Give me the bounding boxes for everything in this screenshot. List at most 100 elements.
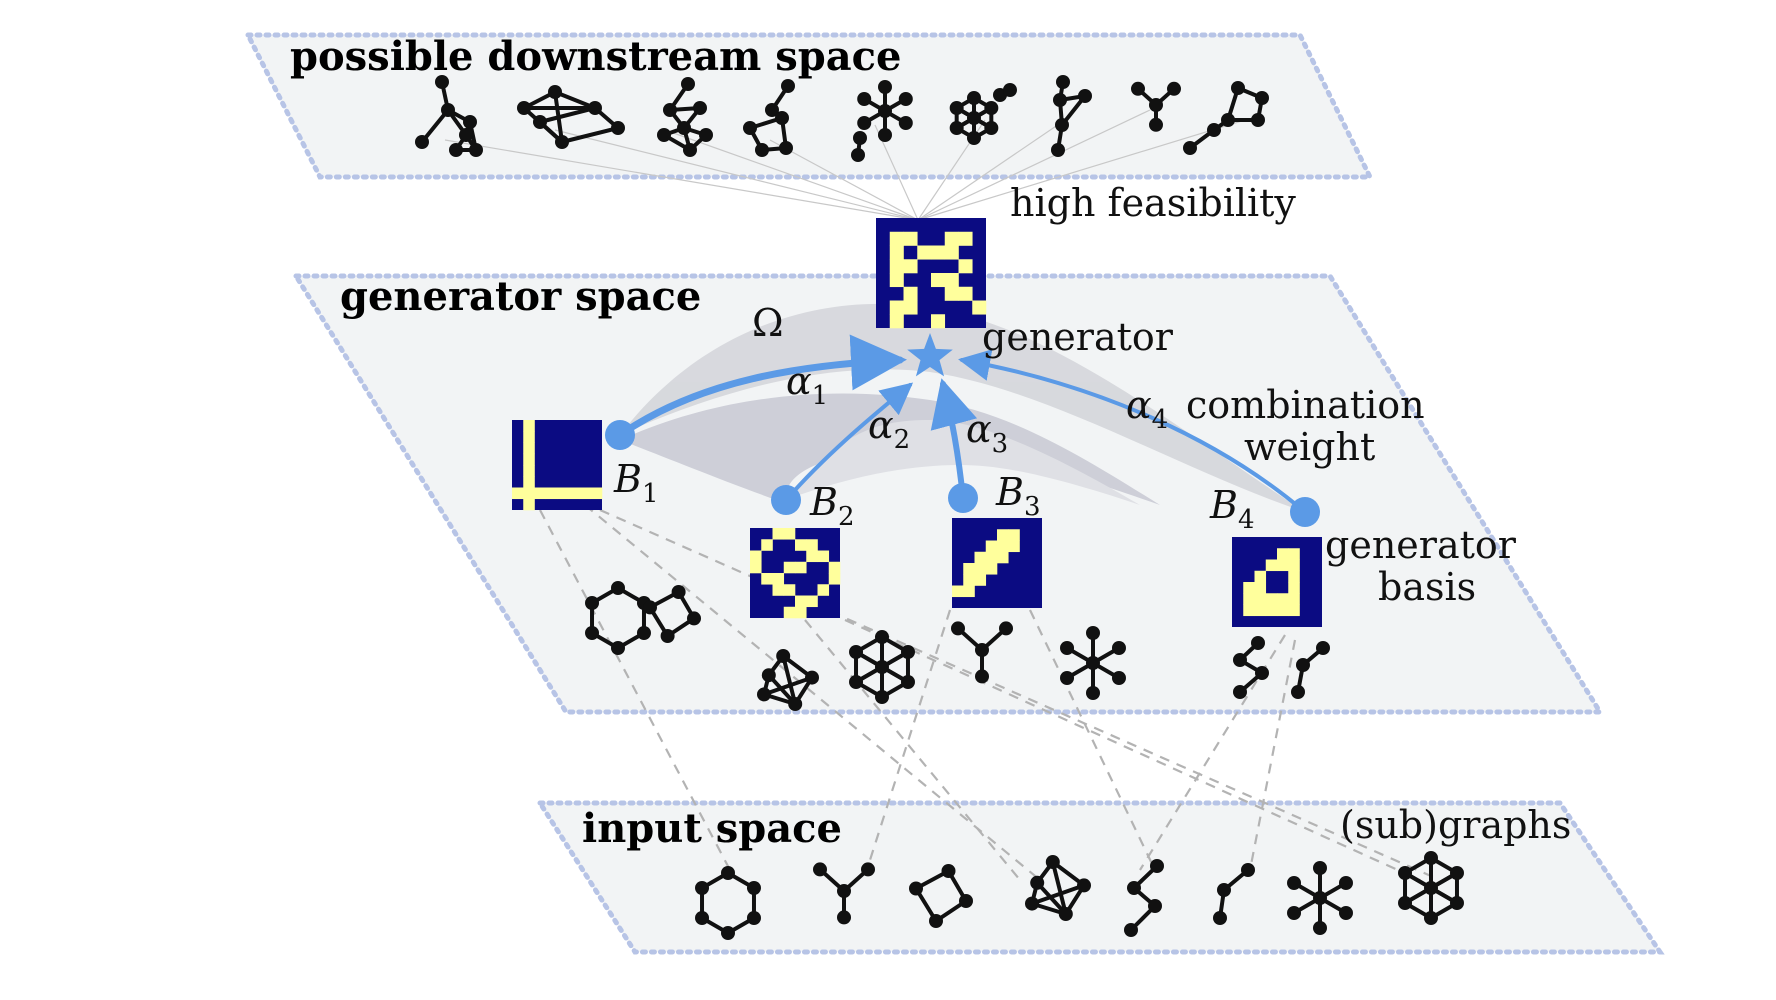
matrix-cell (1243, 604, 1255, 617)
generator-basis-label-line2: basis (1378, 565, 1476, 609)
matrix-cell (997, 529, 1009, 541)
fan-line (769, 139, 919, 221)
basis-point-b4 (1290, 497, 1320, 527)
fan-line (917, 109, 1151, 221)
dashed-connection (868, 609, 952, 861)
basis-label-b4: B4 (1209, 483, 1254, 535)
dashed-connection (584, 504, 1041, 881)
graph-star (1287, 861, 1353, 935)
graph-downstream-5 (857, 80, 913, 142)
basis-label-b2: B2 (809, 480, 854, 532)
graph-downstream-8 (1131, 81, 1181, 132)
fan-line (917, 119, 1246, 221)
matrix-cell (1265, 593, 1278, 605)
matrix-cell (828, 561, 841, 574)
graph-hexagon (585, 581, 651, 655)
matrix-cell (817, 584, 830, 596)
matrix-cell (1265, 559, 1278, 572)
downstream-space-label: possible downstream space (290, 33, 901, 80)
arrow-b2 (784, 382, 914, 502)
matrix-cell (958, 231, 973, 246)
generator-label: generator (982, 315, 1174, 359)
matrix-cell (1277, 559, 1289, 572)
matrix-cell (817, 550, 830, 563)
matrix-cell (523, 498, 535, 511)
matrix-cell (952, 585, 964, 598)
matrix-cell (889, 314, 904, 329)
matrix-cell (1254, 593, 1267, 605)
matrix-cell (1265, 604, 1278, 617)
graph-downstream-6 (949, 91, 999, 145)
matrix-cell (917, 245, 932, 260)
matrix-cell (523, 487, 535, 500)
graph-path (1233, 636, 1269, 699)
matrix-cell (889, 259, 904, 274)
matrix-cell (568, 487, 580, 500)
arrow-b4 (958, 349, 1307, 514)
matrix-cell (523, 431, 535, 443)
matrix-cell (963, 563, 975, 575)
dashed-connection (599, 508, 1441, 882)
graph-hexagon (695, 866, 761, 940)
matrix-cell (523, 476, 535, 488)
basis-point-b1 (605, 420, 635, 450)
graph-downstream-1 (415, 75, 483, 157)
graph-downstream-6b (993, 83, 1017, 102)
matrix-cell (806, 539, 818, 551)
graph-path (1124, 859, 1164, 937)
matrix-cell (1288, 604, 1300, 617)
weight-label-a1: α1 (786, 359, 828, 411)
downstream-plane (243, 32, 1375, 180)
matrix-cell (828, 573, 841, 585)
matrix-cell (972, 300, 987, 315)
fan-line (664, 129, 919, 221)
matrix-cell (795, 606, 807, 619)
span-omega-band (620, 303, 1305, 512)
generator-matrix (876, 218, 987, 329)
matrix-cell (750, 550, 762, 563)
dashed-connection (844, 618, 1421, 882)
graph-square (643, 585, 701, 643)
high-feasibility-label: high feasibility (1010, 181, 1296, 225)
basis-matrix-b2 (750, 528, 841, 619)
graph-downstream-5b (851, 131, 867, 162)
matrix-cell (772, 528, 785, 540)
matrix-cell (985, 563, 998, 575)
graph-downstream-7 (1051, 75, 1092, 157)
matrix-cell (772, 573, 785, 585)
dashed-connection (804, 619, 1021, 881)
graph-wheel (849, 630, 915, 704)
matrix-cell (1288, 593, 1300, 605)
input-plane (535, 800, 1665, 955)
matrix-cell (795, 595, 807, 608)
basis-matrix-b1 (512, 420, 603, 511)
matrix-cell (963, 585, 975, 598)
matrix-cell (750, 561, 762, 574)
graph-glyphs (415, 75, 1464, 940)
fan-line (917, 119, 1066, 221)
fan-line (554, 129, 919, 221)
matrix-cell (1254, 570, 1267, 583)
matrix-cell (795, 561, 807, 574)
fan-line (444, 139, 919, 221)
matrix-cell (523, 420, 535, 432)
matrix-cell (523, 453, 535, 466)
dashed-connection (1248, 639, 1297, 871)
matrix-cell (806, 595, 818, 608)
matrix-cell (534, 487, 547, 500)
matrix-cell (985, 540, 998, 553)
graph-star (1060, 626, 1126, 700)
basis-points (605, 420, 1320, 527)
graph-path-short (1213, 863, 1255, 925)
matrix-cell (944, 273, 959, 288)
graph-downstream-9 (1183, 81, 1269, 155)
matrix-cell (997, 551, 1009, 564)
matrix-cell (1277, 604, 1289, 617)
matrix-cell (1243, 582, 1255, 594)
matrix-cell (783, 584, 796, 596)
matrix-cell (512, 487, 524, 500)
input-space-label: input space (582, 805, 842, 852)
weight-label: weight (1244, 425, 1375, 469)
graph-wheel (1398, 851, 1464, 925)
